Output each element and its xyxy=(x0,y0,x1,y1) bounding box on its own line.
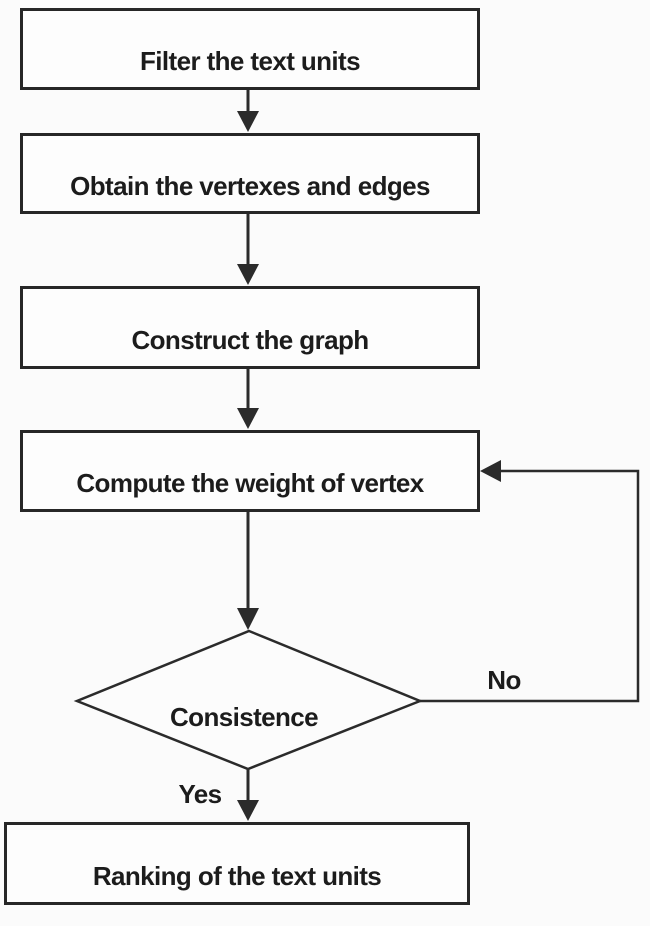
edge-label-no: No xyxy=(487,665,521,695)
arrowhead-down-icon xyxy=(237,800,259,821)
arrowhead-down-icon xyxy=(237,608,259,630)
node-label: Filter the text units xyxy=(140,46,361,76)
node-compute-vertex-weight: Compute the weight of vertex xyxy=(20,430,480,512)
decision-consistence-label: Consistence xyxy=(169,702,319,732)
arrow-consistence-to-ranking xyxy=(237,768,259,821)
node-label: Compute the weight of vertex xyxy=(76,468,424,498)
arrow-compute-to-consistence xyxy=(237,512,259,630)
arrowhead-down-icon xyxy=(237,264,259,285)
decision-diamond-shape xyxy=(73,629,424,771)
arrow-filter-to-obtain xyxy=(237,90,259,132)
node-obtain-vertexes-edges: Obtain the vertexes and edges xyxy=(20,133,480,214)
node-label: Ranking of the text units xyxy=(92,860,382,891)
arrowhead-down-icon xyxy=(237,111,259,132)
arrowhead-left-icon xyxy=(480,460,501,482)
node-filter-text-units: Filter the text units xyxy=(20,8,480,90)
node-label: Obtain the vertexes and edges xyxy=(70,170,430,201)
arrow-obtain-to-construct xyxy=(237,213,259,285)
arrowhead-down-icon xyxy=(237,408,259,429)
node-construct-graph: Construct the graph xyxy=(20,286,480,369)
arrow-construct-to-compute xyxy=(237,369,259,429)
node-label: Construct the graph xyxy=(131,324,369,355)
edge-label-yes: Yes xyxy=(178,779,222,809)
node-ranking-text-units: Ranking of the text units xyxy=(4,822,470,905)
no-loop-path xyxy=(420,460,640,703)
